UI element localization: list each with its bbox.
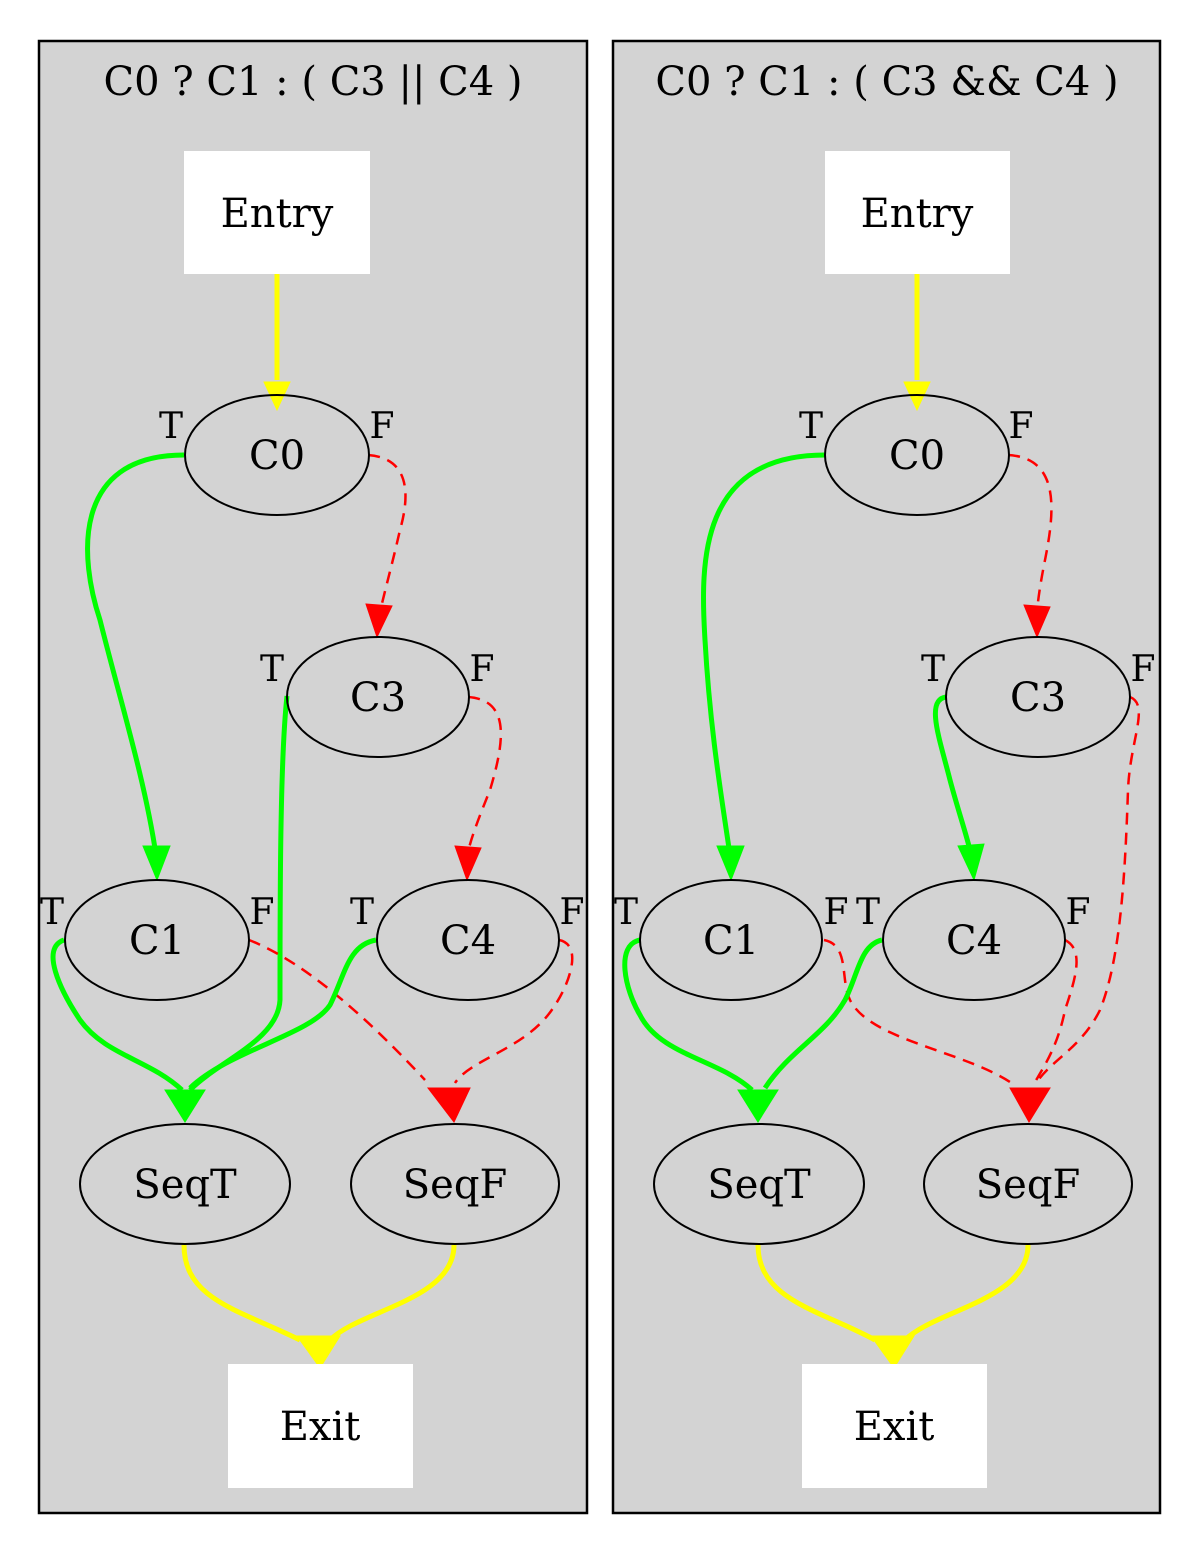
- edge-c4-true-to-seqt: [188, 937, 377, 1090]
- c1-false-port: F: [250, 892, 275, 933]
- edge-seqf-to-exit-and: [903, 1244, 1031, 1342]
- c3-false-port: F: [470, 649, 495, 690]
- panel-or: C0 ? C1 : ( C3 || C4 ) Entry C0 T F C3 T…: [37, 39, 589, 1515]
- panel-and-background: [611, 39, 1162, 1515]
- c3-label-and: C3: [1010, 675, 1066, 721]
- c3-true-port-and: T: [921, 649, 945, 690]
- edge-c0-false-to-c3-and: [1007, 453, 1053, 613]
- arrow-into-seqf: [426, 1087, 471, 1123]
- c3-false-port-and: F: [1131, 649, 1156, 690]
- c0-label-and: C0: [889, 433, 945, 479]
- edge-seqf-to-exit: [328, 1244, 457, 1342]
- arrow-into-seqt-and: [737, 1089, 779, 1123]
- exit-label: Exit: [280, 1404, 361, 1450]
- arrow-c0-true-to-c1: [142, 845, 171, 882]
- entry-node: [184, 151, 370, 274]
- c1-node-and: [639, 879, 823, 1001]
- seqf-node: [350, 1123, 560, 1245]
- arrow-c0-false-to-c3-and: [1023, 604, 1051, 639]
- c4-label-and: C4: [946, 918, 1002, 964]
- edge-c3-true-to-c4-and: [932, 694, 973, 851]
- c4-label: C4: [440, 918, 496, 964]
- exit-node-and: [802, 1364, 987, 1488]
- c0-node-and: [824, 394, 1010, 516]
- c3-node-and: [945, 636, 1131, 758]
- entry-label-and: Entry: [861, 191, 974, 237]
- c4-false-port: F: [560, 892, 585, 933]
- edge-seqt-to-exit: [181, 1244, 302, 1343]
- panel-and-title: C0 ? C1 : ( C3 && C4 ): [655, 59, 1118, 105]
- c1-label: C1: [129, 918, 185, 964]
- c0-true-port-and: T: [799, 406, 823, 447]
- c3-label: C3: [350, 675, 406, 721]
- arrow-c3-false-to-c4: [454, 845, 482, 882]
- panel-or-title: C0 ? C1 : ( C3 || C4 ): [103, 59, 522, 105]
- c1-node: [64, 879, 250, 1001]
- c4-node-and: [882, 879, 1066, 1001]
- edge-c1-true-to-seqt-and: [622, 937, 754, 1092]
- c1-false-port-and: F: [824, 892, 849, 933]
- edge-c0-true-to-c1: [85, 452, 185, 856]
- edge-c1-false-to-seqf: [248, 938, 426, 1081]
- c0-node: [184, 394, 370, 516]
- arrow-c3-true-to-c4-and: [957, 843, 985, 882]
- exit-node: [228, 1364, 413, 1488]
- edge-seqt-to-exit-and: [755, 1244, 877, 1343]
- edge-c3-false-to-c4: [466, 695, 503, 853]
- entry-label: Entry: [221, 191, 334, 237]
- arrow-c0-false-to-c3: [365, 603, 393, 639]
- panel-or-background: [37, 39, 589, 1515]
- seqt-node-and: [653, 1123, 865, 1245]
- c3-true-port: T: [260, 649, 284, 690]
- c1-true-port-and: T: [614, 892, 638, 933]
- c1-label-and: C1: [703, 918, 759, 964]
- seqf-label-and: SeqF: [976, 1162, 1080, 1208]
- seqt-node: [79, 1123, 291, 1245]
- c0-false-port: F: [370, 406, 395, 447]
- seqt-label-and: SeqT: [707, 1162, 811, 1208]
- c0-false-port-and: F: [1009, 406, 1034, 447]
- seqf-label: SeqF: [403, 1162, 507, 1208]
- edge-c1-false-to-seqf-and: [823, 938, 1011, 1084]
- c4-true-port: T: [350, 892, 374, 933]
- entry-node-and: [825, 151, 1010, 274]
- exit-label-and: Exit: [854, 1404, 935, 1450]
- arrow-into-seqt: [164, 1089, 206, 1123]
- c4-false-port-and: F: [1066, 892, 1091, 933]
- seqf-node-and: [923, 1123, 1133, 1245]
- panel-and: C0 ? C1 : ( C3 && C4 ) Entry C0 T F C3 T…: [611, 39, 1162, 1515]
- edge-c4-true-to-seqt-and: [762, 937, 883, 1090]
- edge-c3-false-to-seqf-and: [1033, 695, 1140, 1086]
- c0-label: C0: [249, 433, 305, 479]
- c0-true-port: T: [159, 406, 183, 447]
- arrow-c0-true-to-c1-and: [716, 845, 745, 882]
- edge-c0-false-to-c3: [367, 453, 407, 613]
- edge-c4-false-to-seqf: [453, 938, 574, 1084]
- c4-true-port-and: T: [856, 892, 880, 933]
- arrow-into-exit-and: [870, 1335, 915, 1369]
- c4-node: [376, 879, 560, 1001]
- arrow-into-seqf-and: [1009, 1087, 1051, 1123]
- edge-c1-true-to-seqt: [50, 937, 184, 1092]
- edge-c0-true-to-c1-and: [700, 452, 826, 856]
- arrow-into-exit: [296, 1335, 341, 1369]
- c3-node: [286, 636, 470, 758]
- seqt-label: SeqT: [133, 1162, 237, 1208]
- c1-true-port: T: [40, 892, 64, 933]
